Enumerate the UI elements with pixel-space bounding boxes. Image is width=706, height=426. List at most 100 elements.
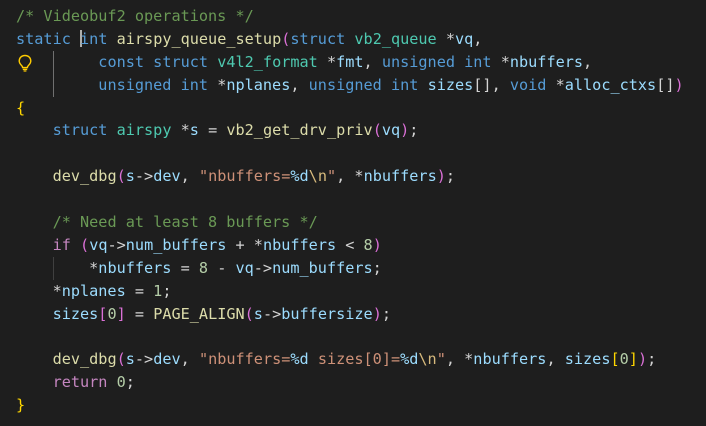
code-token [107,373,116,391]
code-token: int [464,52,492,71]
code-token: , [546,350,565,369]
code-token: ; [125,373,135,392]
code-token: int [80,29,108,48]
code-token: ( [116,167,126,186]
code-token: struct [153,52,209,71]
code-token [16,373,53,391]
code-token: "nbuffers= [198,167,291,186]
code-line[interactable]: /* Videobuf2 operations */ [0,5,706,28]
code-token: struct [52,121,108,140]
code-token: nbuffers [363,167,437,186]
code-token: ( [80,235,90,254]
code-token: { [16,98,26,117]
code-token: vb2_get_drv_priv [226,121,373,140]
code-token: ; [445,167,456,186]
code-token: ) [372,235,382,254]
code-token: dev [153,350,181,369]
code-token: , [583,52,593,71]
code-token: ; [381,304,391,323]
code-token: vb2_queue [354,29,437,48]
code-line[interactable]: { [0,97,706,120]
code-token: unsigned [308,75,382,94]
code-line[interactable]: struct airspy *s = vb2_get_drv_priv(vq); [0,119,706,142]
code-token: * [491,52,510,71]
code-token: * [171,121,190,140]
code-token: nplanes [226,75,291,94]
code-token: -> [134,350,154,369]
code-token: ( [116,350,126,369]
code-token: nbuffers [262,235,337,254]
code-line[interactable]: const struct v4l2_format *fmt, unsigned … [0,50,706,74]
code-token: PAGE_ALIGN [153,304,245,323]
code-token [16,236,53,254]
code-token: return [52,373,108,392]
code-token [107,121,116,139]
code-token [144,53,153,71]
code-token: ( [372,121,382,140]
code-line[interactable]: static int airspy_queue_setup(struct vb2… [0,28,706,51]
code-token: * [208,75,227,94]
code-line[interactable] [0,188,706,211]
code-token: vq [89,235,108,254]
code-token: buffersize [281,304,373,323]
code-token: ) [400,121,410,140]
code-token: airspy [116,121,172,140]
indent-guide [52,73,54,97]
text-cursor [80,29,83,47]
code-token: * [317,52,337,71]
code-token: ) [436,167,446,186]
code-line[interactable] [0,142,706,165]
code-token: fmt [336,52,364,71]
code-token: , [473,29,483,48]
code-token: ( [281,29,291,48]
indent-guide [52,256,54,280]
code-token: vq [455,29,474,48]
code-token: dev [153,167,181,186]
code-token: %d [290,350,309,369]
code-token: dev_dbg [52,350,117,369]
lightbulb-icon[interactable] [17,54,33,72]
code-line[interactable]: dev_dbg(s->dev, "nbuffers=%d sizes[0]=%d… [0,348,706,371]
code-token [71,236,80,254]
code-token: num_buffers [272,258,373,277]
code-token: [ [610,350,620,369]
code-token: 8 [363,235,373,254]
code-token: + * [226,235,263,254]
code-token: * [436,29,455,48]
code-token: s [125,167,135,186]
code-token: nplanes [61,281,126,300]
code-token: void [509,75,547,94]
code-line[interactable]: if (vq->num_buffers + *nbuffers < 8) [0,234,706,257]
code-line[interactable]: } [0,394,706,417]
code-line[interactable]: sizes[0] = PAGE_ALIGN(s->buffersize); [0,303,706,326]
code-line[interactable]: /* Need at least 8 buffers */ [0,211,706,234]
code-token: * [16,281,62,300]
code-line[interactable]: dev_dbg(s->dev, "nbuffers=%d\n", *nbuffe… [0,165,706,188]
code-token: \n [418,350,437,369]
code-token [171,76,180,94]
code-token [16,76,98,94]
code-token: , [180,350,199,369]
indent-guide [52,50,54,74]
code-token [16,213,53,231]
code-line[interactable]: return 0; [0,371,706,394]
code-token [16,350,53,368]
code-token: dev_dbg [52,167,117,186]
code-token: v4l2_format [217,52,318,71]
code-line[interactable]: unsigned int *nplanes, unsigned int size… [0,73,706,97]
code-token: -> [134,167,154,186]
code-token: * [16,258,99,277]
code-token: = [125,304,154,323]
code-token: } [16,396,26,415]
code-token: const [98,52,145,71]
code-token [107,30,116,48]
code-token: [] [656,75,675,94]
code-token [16,305,53,323]
code-token: , [180,167,199,186]
code-token: static [16,29,71,48]
code-line[interactable] [0,325,706,348]
code-line[interactable]: *nplanes = 1; [0,280,706,303]
code-editor[interactable]: /* Videobuf2 operations */static int air… [0,5,706,417]
code-token: [ [98,304,108,323]
code-line[interactable]: *nbuffers = 8 - vq->num_buffers; [0,256,706,280]
